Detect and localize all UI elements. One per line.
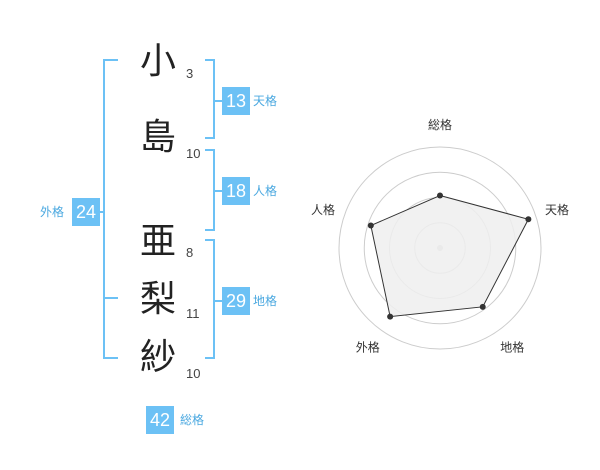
gaikaku-label: 外格 [40, 205, 65, 219]
tenkaku-label: 天格 [253, 94, 278, 108]
gaikaku-value-badge: 24 [72, 198, 101, 226]
radar-point-5 [367, 222, 374, 229]
radar-axis-label-2: 天格 [545, 202, 569, 217]
jinkaku-label: 人格 [253, 184, 278, 198]
stroke-count-2: 10 [186, 146, 201, 161]
radar-axis-label-4: 外格 [356, 340, 380, 355]
tenkaku-value-badge: 13 [222, 87, 251, 115]
radar-point-2 [525, 216, 532, 223]
name-char-5: 紗 [139, 337, 176, 378]
radar-axis-label-3: 地格 [500, 340, 524, 355]
stroke-count-3: 8 [186, 245, 194, 260]
name-char-1: 小 [139, 41, 176, 82]
radar-point-3 [479, 303, 486, 310]
radar-axis-label-5: 人格 [311, 202, 335, 217]
radar-ring-3 [363, 171, 517, 325]
chikaku-value-badge: 29 [222, 287, 251, 315]
chikaku-label: 地格 [253, 294, 278, 308]
stroke-count-1: 3 [186, 66, 194, 81]
soukaku-label: 総格 [180, 413, 205, 427]
radar-point-4 [387, 313, 394, 320]
radar-ring-4 [338, 146, 542, 350]
name-char-3: 亜 [139, 221, 176, 262]
stroke-count-5: 10 [186, 366, 201, 381]
name-char-2: 島 [139, 117, 176, 158]
jinkaku-value-badge: 18 [222, 177, 251, 205]
name-char-4: 梨 [139, 279, 176, 320]
soukaku-value-badge: 42 [146, 406, 175, 434]
radar-point-1 [437, 192, 443, 199]
radar-polygon [370, 194, 530, 318]
stroke-count-4: 11 [186, 306, 200, 321]
radar-axis-label-1: 総格 [428, 117, 452, 132]
